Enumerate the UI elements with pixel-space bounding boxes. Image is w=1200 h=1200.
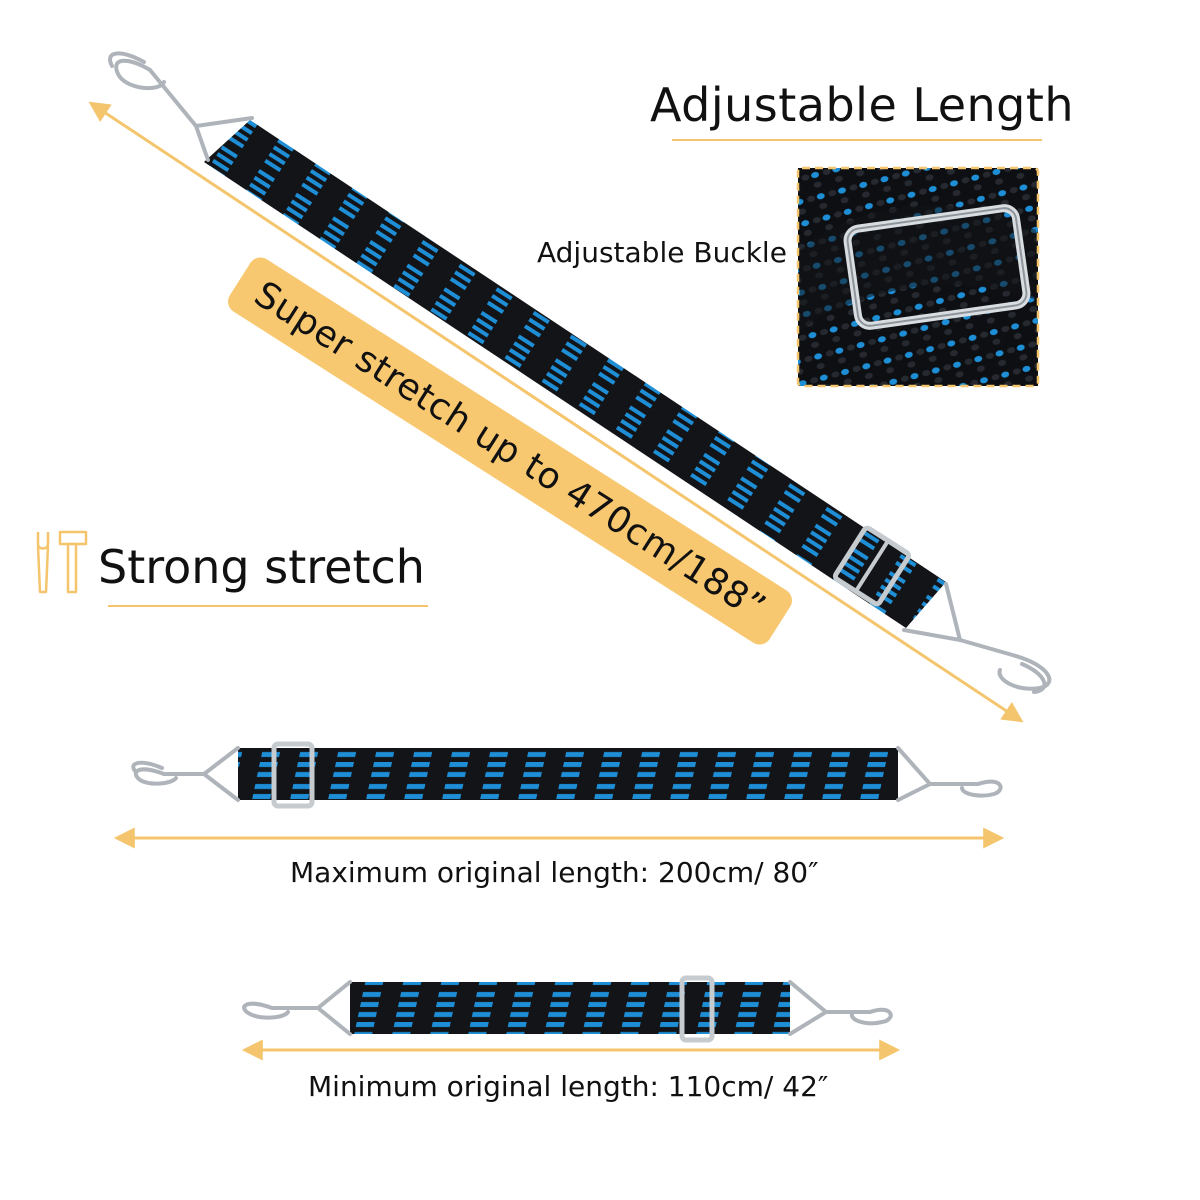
hook-right-min xyxy=(788,980,893,1036)
hook-left-max xyxy=(131,746,240,802)
wrench-icon xyxy=(36,532,50,594)
strong-stretch-label: Strong stretch xyxy=(98,540,425,594)
min-length-label: Minimum original length: 110cm/ 42″ xyxy=(308,1070,829,1103)
stretch-arrow xyxy=(88,101,1024,723)
hook-bottom xyxy=(902,582,1052,694)
buckle-max xyxy=(271,741,315,809)
buckle-label: Adjustable Buckle xyxy=(537,236,787,269)
stretched-strap xyxy=(108,51,1052,694)
headline: Adjustable Length xyxy=(650,78,1075,132)
hook-top xyxy=(108,51,254,162)
hook-left-min xyxy=(242,980,352,1036)
max-length-label: Maximum original length: 200cm/ 80″ xyxy=(290,856,819,889)
strap-min-length xyxy=(242,975,893,1043)
strap-max-length xyxy=(131,741,1003,809)
hook-right-max xyxy=(896,746,1003,802)
buckle-diagonal xyxy=(832,525,912,607)
buckle-closeup xyxy=(796,166,1040,388)
hammer-icon xyxy=(58,530,88,594)
